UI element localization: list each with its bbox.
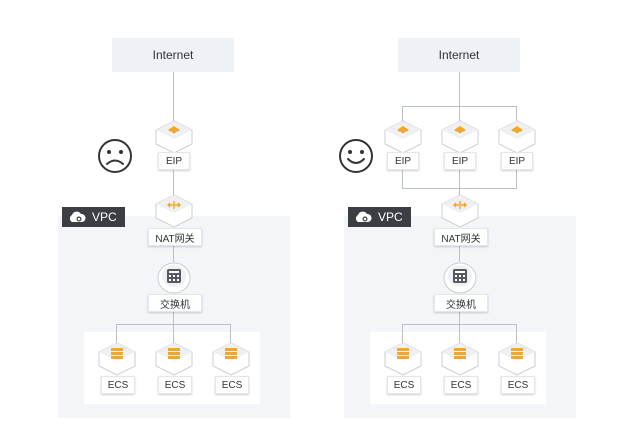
right-switch-label: 交换机 — [434, 294, 488, 312]
ecs-label: ECS — [158, 376, 192, 394]
connector — [402, 106, 403, 128]
left-switch-label: 交换机 — [148, 294, 202, 312]
right-eip-label: EIP — [387, 152, 419, 170]
ecs-label: ECS — [215, 376, 249, 394]
switch-icon — [157, 262, 191, 294]
right-eip-label: EIP — [444, 152, 476, 170]
eip-text: EIP — [165, 155, 183, 167]
right-eip-label: EIP — [501, 152, 533, 170]
connector — [173, 324, 174, 346]
eip-text: EIP — [394, 155, 412, 167]
connector — [230, 324, 231, 346]
vpc-label: VPC — [92, 210, 117, 224]
cloud-icon — [355, 211, 372, 222]
ecs-icon — [155, 342, 193, 376]
connector — [516, 106, 517, 128]
ecs-icon — [498, 342, 536, 376]
sad-face-icon — [98, 139, 132, 173]
connector — [516, 324, 517, 346]
ecs-text: ECS — [107, 379, 129, 391]
connector — [173, 72, 174, 128]
connector — [402, 168, 403, 188]
left-nat-label: NAT网关 — [148, 228, 202, 246]
connector — [173, 168, 174, 202]
ecs-label: ECS — [444, 376, 478, 394]
ecs-text: ECS — [221, 379, 243, 391]
nat-text: NAT网关 — [441, 233, 481, 245]
right-internet-box: Internet — [398, 38, 520, 72]
ecs-label: ECS — [501, 376, 535, 394]
left-eip-label: EIP — [158, 152, 190, 170]
cloud-icon — [69, 211, 86, 222]
right-vpc-tag: VPC — [348, 207, 411, 227]
connector — [459, 244, 460, 262]
connector — [516, 168, 517, 188]
right-nat-label: NAT网关 — [434, 228, 488, 246]
ecs-icon — [441, 342, 479, 376]
connector — [116, 324, 117, 346]
connector — [402, 188, 517, 189]
happy-face-icon — [339, 139, 373, 173]
internet-label: Internet — [438, 48, 480, 62]
eip-icon — [498, 120, 536, 154]
ecs-text: ECS — [507, 379, 529, 391]
eip-icon — [384, 120, 422, 154]
eip-icon — [155, 120, 193, 154]
nat-text: NAT网关 — [155, 233, 195, 245]
switch-text: 交换机 — [160, 299, 190, 311]
connector — [459, 308, 460, 324]
internet-label: Internet — [152, 48, 194, 62]
connector — [459, 72, 460, 106]
eip-text: EIP — [508, 155, 526, 167]
ecs-label: ECS — [101, 376, 135, 394]
ecs-text: ECS — [450, 379, 472, 391]
connector — [402, 324, 403, 346]
eip-text: EIP — [451, 155, 469, 167]
ecs-icon — [98, 342, 136, 376]
left-internet-box: Internet — [112, 38, 234, 72]
vpc-label: VPC — [378, 210, 403, 224]
connector — [459, 324, 460, 346]
ecs-text: ECS — [164, 379, 186, 391]
connector — [459, 106, 460, 128]
connector — [459, 168, 460, 202]
switch-icon — [443, 262, 477, 294]
connector — [173, 244, 174, 262]
ecs-icon — [212, 342, 250, 376]
ecs-text: ECS — [393, 379, 415, 391]
connector — [173, 308, 174, 324]
nat-gateway-icon — [155, 194, 193, 228]
ecs-icon — [384, 342, 422, 376]
nat-gateway-icon — [441, 194, 479, 228]
switch-text: 交换机 — [446, 299, 476, 311]
left-vpc-tag: VPC — [62, 207, 125, 227]
eip-icon — [441, 120, 479, 154]
ecs-label: ECS — [387, 376, 421, 394]
